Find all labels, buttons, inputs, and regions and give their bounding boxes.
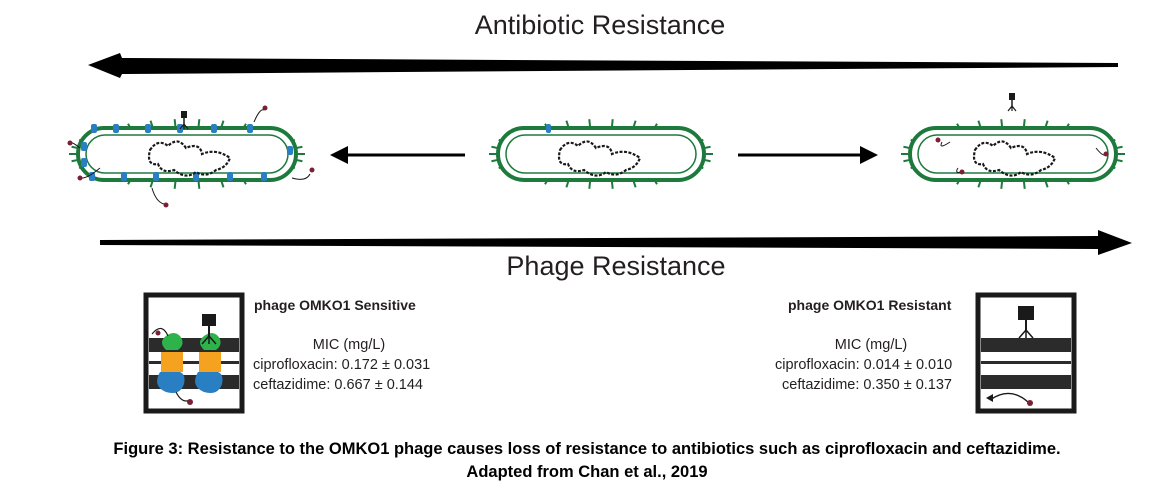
antibiotic-resistance-arrow [88,53,1118,78]
arrow-to-resistant-cell [738,146,878,164]
sensitive-ceft-value: ceftazidime: 0.667 ± 0.144 [253,377,423,393]
figure-caption-line2: Adapted from Chan et al., 2019 [466,463,708,481]
phage-icon [1007,92,1017,112]
sensitive-cipro-value: ciprofloxacin: 0.172 ± 0.031 [253,357,431,373]
resistant-ceft-value: ceftazidime: 0.350 ± 0.137 [782,377,952,393]
bacterium-wild-type [489,119,713,189]
bacterium-sensitive [67,105,315,208]
bacterium-resistant [901,92,1125,189]
phage-resistance-arrow [100,230,1132,255]
dna-icon [557,140,642,177]
resistant-membrane-inset [975,292,1077,414]
phage-resistance-label: Phage Resistance [506,251,726,281]
dna-icon [972,140,1057,177]
arrow-to-sensitive-cell [330,146,465,164]
figure-caption-line1: Figure 3: Resistance to the OMKO1 phage … [113,440,1061,458]
dna-icon [147,140,232,177]
resistant-mic-header: MIC (mg/L) [834,337,908,353]
sensitive-membrane-inset [143,292,245,414]
resistant-cipro-value: ciprofloxacin: 0.014 ± 0.010 [775,357,953,373]
sensitive-panel-title: phage OMKO1 Sensitive [254,297,416,313]
sensitive-mic-header: MIC (mg/L) [312,337,386,353]
antibiotic-resistance-label: Antibiotic Resistance [474,10,726,40]
resistant-panel-title: phage OMKO1 Resistant [788,297,952,313]
